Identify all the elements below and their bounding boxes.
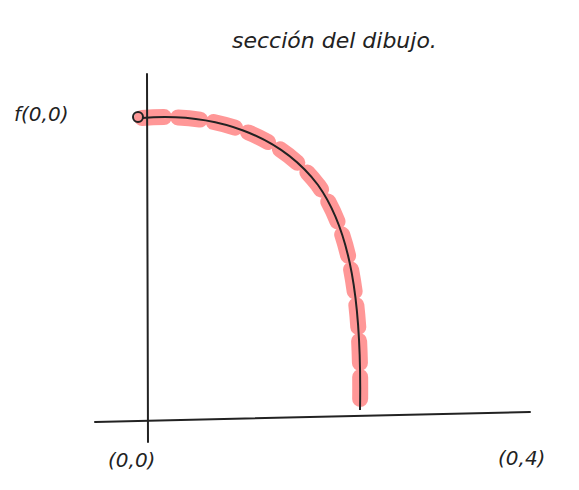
y-axis [147,74,148,442]
axis-end-label: (0,4) [498,446,545,470]
point [133,112,143,122]
origin-label: (0,0) [108,448,155,472]
point-label: f(0,0) [14,102,68,126]
sketch-title: sección del dibujo. [232,28,437,54]
arc [142,117,360,410]
x-axis [95,412,530,422]
highlighted-arc [142,117,360,410]
